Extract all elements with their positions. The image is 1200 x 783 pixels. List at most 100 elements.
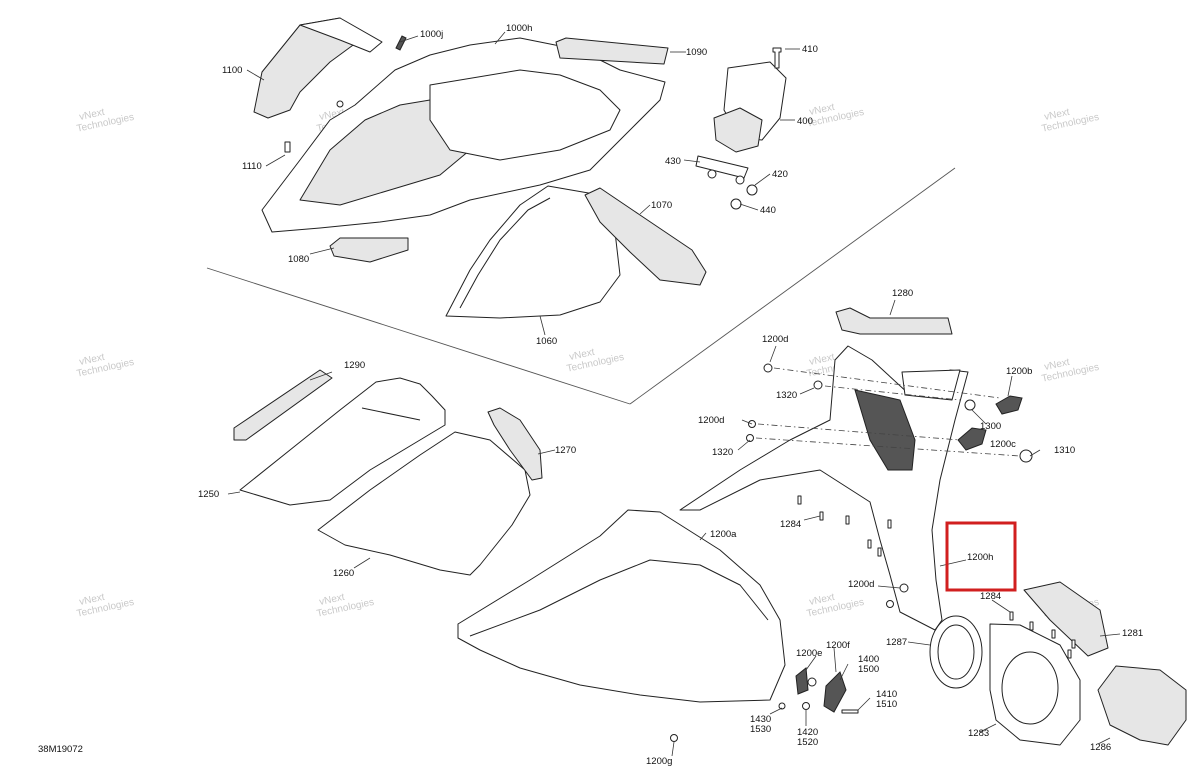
svg-text:vNext: vNext (318, 592, 346, 608)
callout-1200d-low[interactable]: 1200d (848, 579, 874, 590)
hood-assembly (253, 17, 707, 319)
callout-430[interactable]: 430 (665, 156, 681, 167)
callout-1200h[interactable]: 1200h (967, 552, 993, 563)
callout-400[interactable]: 400 (797, 116, 813, 127)
callout-1200e[interactable]: 1200e (796, 648, 822, 659)
part-1200g[interactable] (670, 734, 678, 742)
callout-1530[interactable]: 1530 (750, 724, 771, 735)
part-1320-b[interactable] (746, 434, 754, 442)
callout-1200a[interactable]: 1200a (710, 529, 737, 540)
callout-1110[interactable]: 1110 (242, 161, 262, 172)
callout-410[interactable]: 410 (802, 44, 818, 55)
callout-1284-right[interactable]: 1284 (980, 591, 1001, 602)
part-1070[interactable] (584, 187, 707, 286)
part-1200f[interactable] (823, 671, 847, 713)
part-1310[interactable] (1019, 449, 1033, 463)
callout-1200d-top[interactable]: 1200d (762, 334, 788, 345)
callout-1283[interactable]: 1283 (968, 728, 989, 739)
part-1200d-c[interactable] (899, 583, 909, 593)
part-1090[interactable] (555, 37, 669, 65)
part-1270[interactable] (487, 407, 543, 481)
svg-text:vNext: vNext (568, 347, 596, 363)
callout-1200b[interactable]: 1200b (1006, 366, 1032, 377)
callout-420[interactable]: 420 (772, 169, 788, 180)
highlight-box-1200h (945, 521, 1017, 592)
callout-1200g[interactable]: 1200g (646, 756, 672, 767)
callout-1510[interactable]: 1510 (876, 699, 897, 710)
callout-1281[interactable]: 1281 (1122, 628, 1143, 639)
part-1200b[interactable] (995, 395, 1023, 415)
callout-1284-left[interactable]: 1284 (780, 519, 801, 530)
callout-1290[interactable]: 1290 (344, 360, 365, 371)
svg-text:vNext: vNext (78, 107, 106, 123)
callout-440[interactable]: 440 (760, 205, 776, 216)
part-1290[interactable] (233, 369, 333, 441)
headlight-assembly (695, 47, 787, 210)
part-1200c[interactable] (957, 427, 987, 451)
part-1260[interactable] (317, 431, 531, 576)
callout-1250[interactable]: 1250 (198, 489, 219, 500)
callout-1500[interactable]: 1500 (858, 664, 879, 675)
part-1281[interactable] (1023, 581, 1109, 657)
callout-1260[interactable]: 1260 (333, 568, 354, 579)
callout-1320-top[interactable]: 1320 (776, 390, 797, 401)
callout-1060[interactable]: 1060 (536, 336, 557, 347)
side-panels (233, 307, 953, 576)
callout-1280[interactable]: 1280 (892, 288, 913, 299)
part-1286[interactable] (1097, 665, 1187, 746)
part-440[interactable] (730, 198, 742, 210)
callout-1070[interactable]: 1070 (651, 200, 672, 211)
svg-text:vNext: vNext (808, 592, 836, 608)
part-1080[interactable] (329, 237, 409, 263)
callout-1080[interactable]: 1080 (288, 254, 309, 265)
callout-1286[interactable]: 1286 (1090, 742, 1111, 753)
part-1284-a[interactable] (797, 495, 802, 505)
callout-1000j[interactable]: 1000j (420, 29, 443, 40)
callout-1100[interactable]: 1100 (222, 65, 242, 76)
part-1320-a[interactable] (813, 380, 823, 390)
part-1250[interactable] (239, 377, 446, 506)
svg-text:vNext: vNext (1043, 357, 1071, 373)
callout-1200c[interactable]: 1200c (990, 439, 1016, 450)
callout-labels: 1100 1110 1000j 1000h 1090 1080 1070 106… (38, 23, 1143, 767)
part-1280[interactable] (835, 307, 953, 335)
callout-1300[interactable]: 1300 (980, 421, 1001, 432)
svg-text:vNext: vNext (808, 102, 836, 118)
callout-1420[interactable]: 1420 (797, 727, 818, 738)
part-1000j[interactable] (395, 35, 407, 51)
mounting-hardware (670, 667, 859, 742)
callout-1000h[interactable]: 1000h (506, 23, 532, 34)
part-1300[interactable] (964, 399, 976, 411)
leader-lines (227, 31, 1121, 757)
part-410[interactable] (772, 47, 782, 69)
callout-1200f[interactable]: 1200f (826, 640, 850, 651)
callout-1270[interactable]: 1270 (555, 445, 576, 456)
callout-1090[interactable]: 1090 (686, 47, 707, 58)
part-1110[interactable] (284, 141, 291, 153)
callout-1320-mid[interactable]: 1320 (712, 447, 733, 458)
svg-text:vNext: vNext (78, 352, 106, 368)
part-1200d-a[interactable] (763, 363, 773, 373)
fairing-assembly (457, 345, 1033, 703)
callout-1287[interactable]: 1287 (886, 637, 907, 648)
callout-1200d-mid[interactable]: 1200d (698, 415, 724, 426)
part-1200e[interactable] (795, 667, 809, 695)
part-430[interactable] (695, 155, 749, 179)
part-420[interactable] (746, 184, 758, 196)
intake-assembly (929, 581, 1187, 746)
callout-1520[interactable]: 1520 (797, 737, 818, 748)
svg-text:vNext: vNext (808, 352, 836, 368)
callout-1310[interactable]: 1310 (1054, 445, 1075, 456)
callout-1400[interactable]: 1400 (858, 654, 879, 665)
callout-1430[interactable]: 1430 (750, 714, 771, 725)
callout-1410[interactable]: 1410 (876, 689, 897, 700)
